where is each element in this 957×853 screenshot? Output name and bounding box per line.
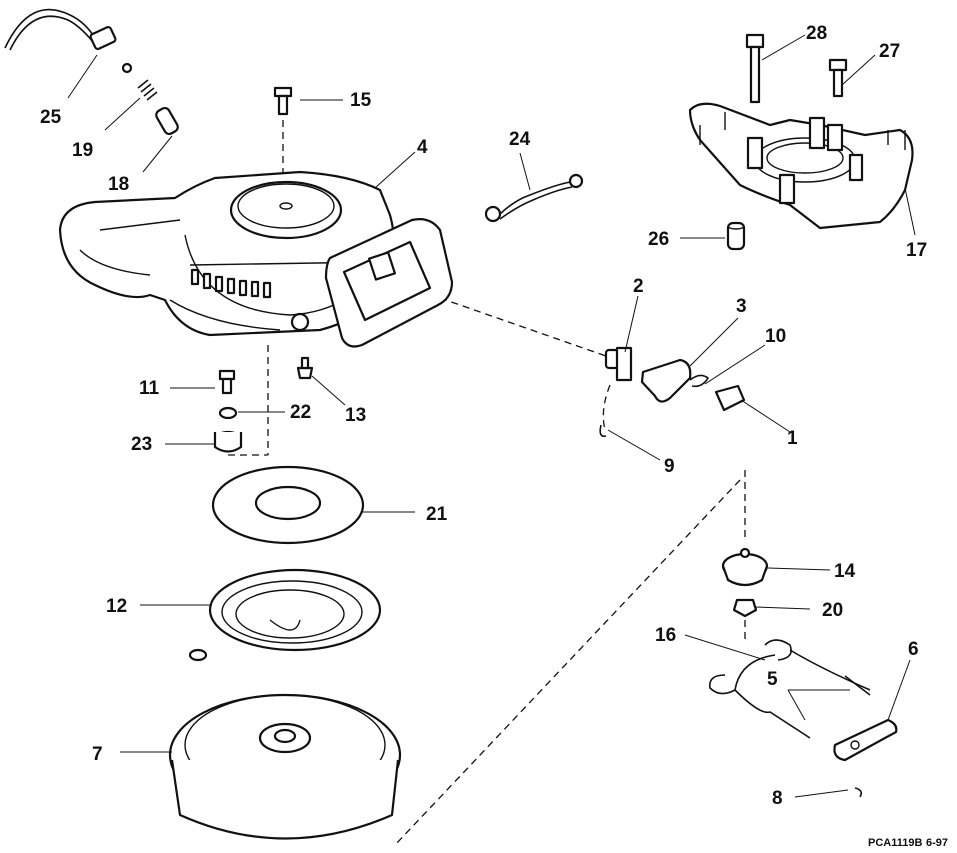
part-8-clip	[854, 787, 862, 798]
part-10-spring	[689, 374, 710, 388]
part-3-lever	[640, 358, 692, 403]
callout-26: 26	[648, 229, 669, 250]
part-9-clip	[599, 424, 607, 438]
part-25-cable-connector	[4, 8, 133, 74]
callout-25: 25	[40, 107, 62, 128]
callout-11: 11	[139, 378, 160, 399]
part-28-long-bolt	[745, 33, 765, 104]
part-26-bushing	[726, 221, 746, 251]
callout-labels: 1 2 3 4 5 6 7 8 9 10 11 12 13 14 15 16 1…	[40, 23, 927, 809]
callout-12: 12	[106, 596, 127, 617]
callout-5: 5	[767, 669, 778, 690]
part-16-spring-clip	[708, 639, 871, 695]
leader-lines	[67, 34, 916, 798]
assembly-centerlines	[228, 120, 746, 846]
figure-ref-date: 6-97	[926, 837, 948, 849]
callout-2: 2	[633, 276, 644, 297]
part-13-screw	[296, 356, 314, 380]
figure-ref-code: PCA1119B	[868, 837, 922, 849]
callout-27: 27	[879, 41, 900, 62]
callout-7: 7	[92, 744, 103, 765]
callout-22: 22	[290, 402, 311, 423]
part-5-pins	[734, 675, 871, 739]
part-4-starter-housing	[58, 170, 454, 348]
part-1-block	[714, 384, 746, 412]
part-20-nut	[732, 598, 758, 618]
callout-17: 17	[906, 240, 927, 261]
part-14-cap	[721, 547, 769, 587]
part-23-spacer	[213, 430, 243, 453]
part-24-ground-wire	[484, 173, 584, 223]
callout-19: 19	[72, 140, 93, 161]
callout-20: 20	[822, 600, 843, 621]
callout-15: 15	[350, 90, 372, 111]
callout-13: 13	[345, 405, 366, 426]
callout-28: 28	[806, 23, 827, 44]
callout-24: 24	[509, 129, 531, 150]
part-21-washer-disc	[211, 465, 365, 545]
callout-1: 1	[787, 428, 798, 449]
part-15-screw	[273, 86, 293, 116]
callout-16: 16	[655, 625, 676, 646]
callout-18: 18	[108, 174, 129, 195]
callout-4: 4	[417, 137, 428, 158]
callout-21: 21	[426, 504, 448, 525]
callout-6: 6	[908, 639, 919, 660]
part-11-screw	[218, 369, 236, 395]
callout-9: 9	[664, 456, 675, 477]
part-6-pawl	[833, 718, 898, 762]
part-22-washer	[218, 406, 238, 420]
part-17-bracket	[688, 102, 914, 230]
part-27-short-bolt	[828, 58, 848, 98]
callout-8: 8	[772, 788, 783, 809]
part-12-recoil-spring	[188, 568, 382, 662]
callout-23: 23	[131, 434, 152, 455]
housing-vents	[190, 268, 272, 299]
callout-3: 3	[736, 296, 747, 317]
callout-10: 10	[765, 326, 786, 347]
part-7-pulley	[168, 693, 402, 840]
part-18-plunger	[155, 106, 179, 136]
part-2-retainer	[604, 346, 633, 382]
part-19-spring	[137, 79, 158, 101]
callout-14: 14	[834, 561, 856, 582]
